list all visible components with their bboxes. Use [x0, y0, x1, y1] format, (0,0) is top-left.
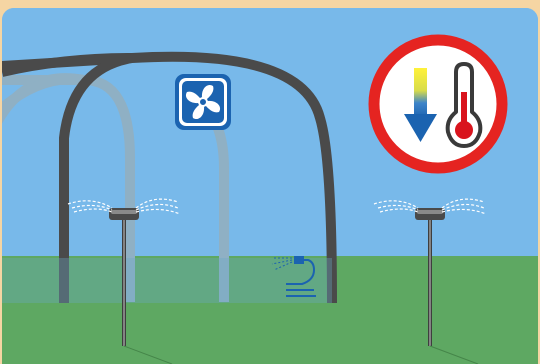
thermometer-icon [445, 62, 483, 148]
hose-icon [271, 256, 316, 297]
water-spray-left [67, 198, 181, 215]
temperature-decrease-sign [368, 34, 508, 174]
greenhouse-tunnel [2, 51, 337, 304]
ground-shadows [123, 345, 479, 364]
sprinkler-right [373, 198, 487, 346]
ground [2, 256, 538, 364]
greenhouse-scene [2, 8, 538, 364]
fan-icon [175, 74, 231, 130]
scene-canvas [2, 8, 538, 364]
water-spray-right [373, 198, 487, 215]
arrow-down-icon [404, 68, 437, 142]
greenhouse-wall-left [2, 258, 64, 303]
sprinkler-left [67, 198, 181, 346]
